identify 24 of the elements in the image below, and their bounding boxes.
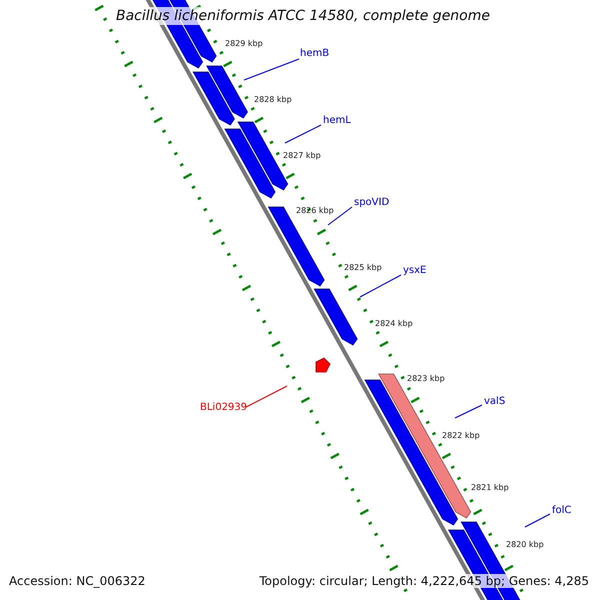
leader-line [360, 274, 402, 298]
position-label: 2826 kbp [296, 206, 334, 216]
leader-line [244, 58, 300, 80]
leader-line [284, 124, 322, 144]
position-label: 2823 kbp [407, 374, 445, 384]
leader-line [454, 404, 482, 418]
position-label: 2829 kbp [225, 39, 263, 49]
gene-label: hemB [300, 48, 330, 60]
position-label: 2821 kbp [471, 483, 509, 493]
position-label: 2824 kbp [375, 319, 413, 329]
position-label: 2825 kbp [344, 263, 382, 273]
position-label: 2827 kbp [283, 151, 321, 161]
gene-label: BLi02939 [200, 402, 248, 414]
leader-line [524, 514, 550, 528]
position-label: 2828 kbp [254, 95, 292, 105]
gene-label: hemL [323, 115, 351, 127]
leader-line [246, 386, 288, 408]
gene-label: valS [484, 396, 506, 408]
leader-line [328, 206, 352, 226]
gene-label: folC [552, 505, 572, 517]
gene-label: spoVID [354, 197, 390, 209]
gene-label: ysxE [403, 265, 426, 277]
position-label: 2822 kbp [442, 431, 480, 441]
position-label: 2820 kbp [506, 540, 544, 550]
